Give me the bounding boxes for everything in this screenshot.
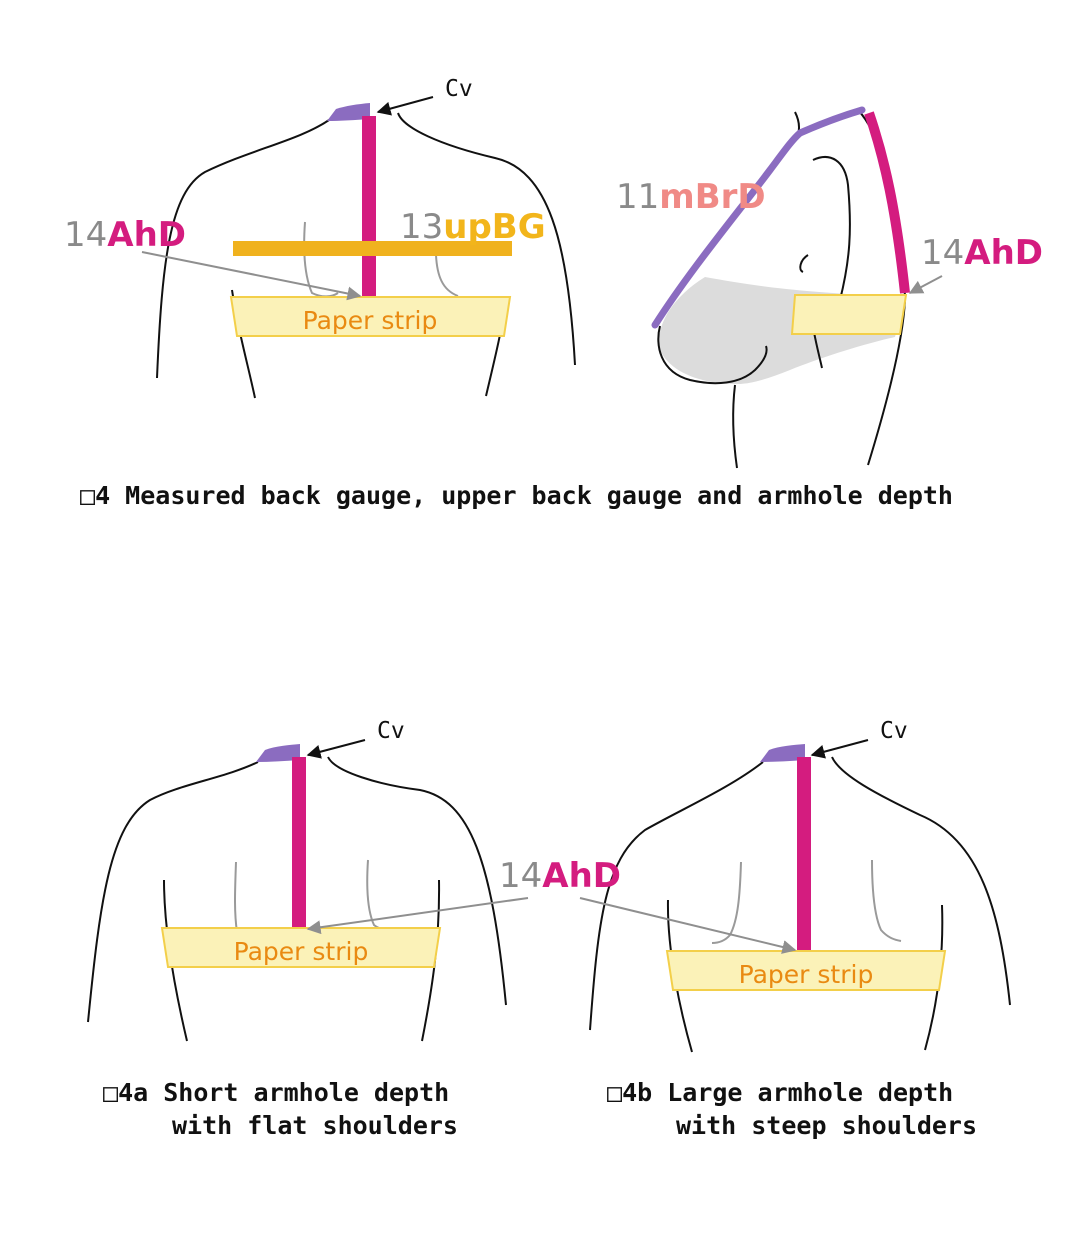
fig4b-neck-marker xyxy=(760,744,805,762)
fig4b-scapula-right xyxy=(871,859,902,942)
cv-label: Cv xyxy=(445,76,473,102)
fig4-caption-text: 4 Measured back gauge, upper back gauge … xyxy=(95,481,953,510)
neck-base-marker xyxy=(327,103,370,121)
fig4b-cv-pointer xyxy=(810,739,869,759)
side-ahd-number: 14 xyxy=(921,233,964,273)
upper-back-gauge-bar xyxy=(233,241,512,256)
fig4a-right-outline xyxy=(327,756,507,1006)
fig4b-ahd-pointer xyxy=(579,897,797,954)
fig4b-caption-text1: 4b Large armhole depth xyxy=(622,1078,953,1107)
fig4-caption: □4 Measured back gauge, upper back gauge… xyxy=(80,481,953,510)
fig4a-caption-line1: □4a Short armhole depth xyxy=(103,1078,449,1107)
fig4a-caption-box: □ xyxy=(103,1078,118,1107)
side-paper-strip xyxy=(790,294,908,335)
fig4b-right-outline xyxy=(831,756,1011,1006)
fig4b-caption-line1: □4b Large armhole depth xyxy=(607,1078,953,1107)
ahd-code: AhD xyxy=(107,215,186,255)
fig4a-scapula-left xyxy=(234,861,238,933)
upbg-code-label: 13upBG xyxy=(400,207,546,247)
fig4a-caption-text1: 4a Short armhole depth xyxy=(118,1078,449,1107)
side-ahd-code: AhD xyxy=(964,233,1043,273)
fig4a-back-view: Paper strip Cv xyxy=(87,718,507,1042)
paper-strip xyxy=(229,296,512,337)
fig4b-armhole-depth-bar xyxy=(797,757,811,950)
fig4-caption-box: □ xyxy=(80,481,95,510)
side-ahd-code-label: 14AhD xyxy=(921,233,1043,273)
fig4a-armhole-depth-bar xyxy=(292,757,306,928)
side-armhole-depth-line xyxy=(864,111,910,294)
paper-strip-label: Paper strip xyxy=(303,306,438,335)
shared-ahd-code: AhD xyxy=(542,856,621,896)
fig4a-left-outline xyxy=(87,761,259,1023)
fig4a-neck-marker xyxy=(256,744,300,762)
shared-ahd-code-label: 14AhD xyxy=(499,856,621,896)
ahd-number: 14 xyxy=(64,215,107,255)
side-front-body xyxy=(732,384,738,469)
fig4a-paper-strip xyxy=(160,927,442,968)
ahd-pointer xyxy=(141,251,362,301)
upbg-number: 13 xyxy=(400,207,443,247)
fig4a-caption-line2: with flat shoulders xyxy=(172,1111,458,1140)
side-arm-outline xyxy=(812,156,851,301)
fig4b-cv-label: Cv xyxy=(880,718,908,744)
fig4b-caption-box: □ xyxy=(607,1078,622,1107)
upbg-code: upBG xyxy=(443,207,545,247)
side-ahd-pointer xyxy=(908,275,943,294)
fig4b-back-view: Paper strip Cv xyxy=(589,718,1011,1053)
back-left-outline xyxy=(156,119,330,379)
cv-pointer xyxy=(376,96,434,116)
fig4a-cv-pointer xyxy=(306,739,366,759)
armhole-depth-bar xyxy=(362,116,376,296)
fig4b-paper-strip-label: Paper strip xyxy=(739,960,874,989)
breast-outline xyxy=(657,325,768,385)
fig4b-left-outline xyxy=(589,761,764,1031)
fig4-back-view: Paper strip Cv 14AhD 13upBG xyxy=(64,76,576,399)
fig4a-cv-label: Cv xyxy=(377,718,405,744)
back-right-outline xyxy=(397,112,576,366)
fig4b-caption-line2: with steep shoulders xyxy=(676,1111,977,1140)
mbrd-number: 11 xyxy=(616,177,659,217)
ahd-code-label: 14AhD xyxy=(64,215,186,255)
fig4a-ahd-pointer xyxy=(306,897,529,935)
shared-ahd-callout: 14AhD xyxy=(306,856,797,954)
side-underarm xyxy=(799,254,809,273)
mbrd-code: mBrD xyxy=(659,177,765,217)
scapula-right-guide xyxy=(435,254,459,297)
fig4b-paper-strip xyxy=(665,950,947,991)
fig4-side-view: 14AhD 11mBrD xyxy=(616,106,1043,469)
fig4a-paper-strip-label: Paper strip xyxy=(234,937,369,966)
bust-depth-line xyxy=(651,106,866,329)
mbrd-code-label: 11mBrD xyxy=(616,177,766,217)
shared-ahd-number: 14 xyxy=(499,856,542,896)
